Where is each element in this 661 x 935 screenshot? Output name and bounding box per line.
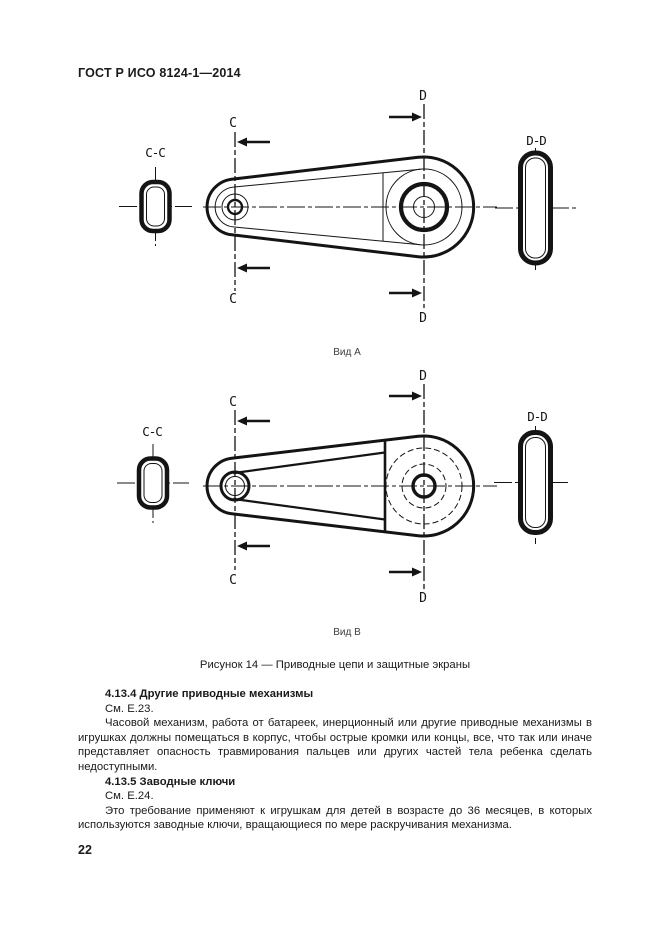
section-label-dd: D-D	[526, 133, 546, 148]
section-label-cc: C-C	[145, 145, 165, 160]
section-arrow-right	[389, 288, 422, 298]
section-arrow-right	[389, 112, 422, 122]
section-arrow-right	[389, 391, 422, 401]
section-4-13-5-paragraph: Это требование применяют к игрушкам для …	[78, 804, 592, 832]
section-4-13-4-heading: 4.13.4 Другие приводные механизмы	[105, 688, 314, 700]
section-arrow-left	[237, 541, 270, 551]
section-label-dd: D-D	[527, 409, 547, 424]
section-arrow-right	[389, 567, 422, 577]
section-arrow-left	[237, 416, 270, 426]
section-label-c: C	[229, 292, 237, 307]
section-4-13-5-reference: См. Е.24.	[105, 790, 154, 803]
view-a-drawing: C-C C C	[119, 89, 576, 326]
section-label-c: C	[229, 573, 237, 588]
section-label-cc: C-C	[142, 424, 162, 439]
section-4-13-4-paragraph: Часовой механизм, работа от батареек, ин…	[78, 717, 592, 773]
view-a-label: Вид А	[333, 347, 361, 358]
view-b-section-dd-view: D-D	[494, 409, 570, 544]
section-label-c: C	[229, 116, 237, 131]
section-label-d: D	[419, 369, 427, 384]
view-b-section-line-d: D D	[389, 369, 427, 606]
section-label-d: D	[419, 311, 427, 326]
view-b-label: Вид В	[333, 627, 361, 638]
section-arrow-left	[237, 137, 270, 147]
view-b-section-line-c: C C	[229, 395, 270, 588]
view-b-section-cc-view: C-C	[117, 424, 189, 523]
view-b-chain-drive	[203, 434, 497, 538]
section-arrow-left	[237, 263, 270, 273]
section-label-c: C	[229, 395, 237, 410]
view-a-section-cc-view: C-C	[119, 145, 192, 246]
view-a-section-line-c: C C	[229, 116, 270, 307]
page-number: 22	[78, 843, 92, 857]
view-b-drawing: C-C C C	[117, 369, 570, 606]
figure-caption: Рисунок 14 — Приводные цепи и защитные э…	[199, 659, 471, 671]
view-a-section-line-d: D D	[389, 89, 427, 326]
view-a-chain-guard	[203, 155, 497, 259]
view-a-section-dd-view: D-D	[495, 133, 576, 270]
section-4-13-5-heading: 4.13.5 Заводные ключи	[105, 775, 236, 788]
section-4-13-4-reference: См. Е.23.	[105, 702, 154, 715]
standard-header: ГОСТ Р ИСО 8124-1—2014	[78, 66, 241, 80]
section-label-d: D	[419, 591, 427, 606]
section-label-d: D	[419, 89, 427, 104]
body-text: 4.13.4 Другие приводные механизмы См. Е.…	[78, 687, 592, 833]
